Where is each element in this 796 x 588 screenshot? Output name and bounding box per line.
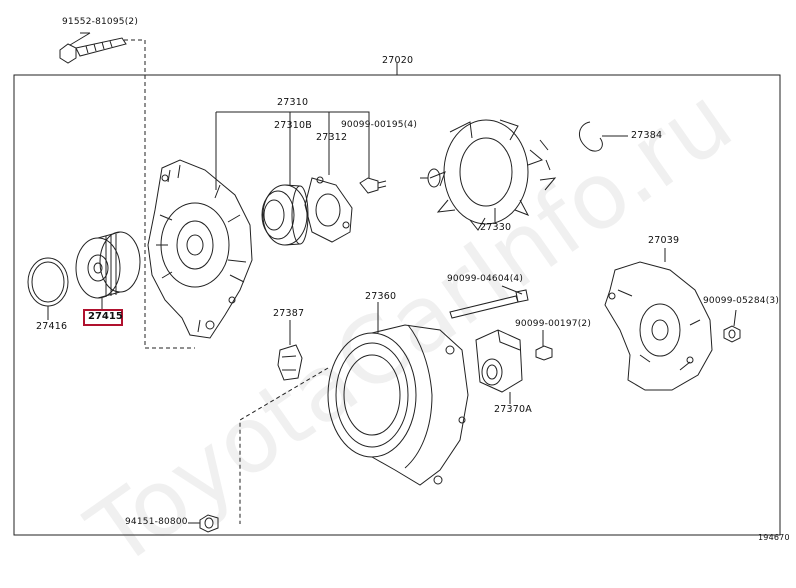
label-housing: 27360 [365, 291, 397, 302]
pulley-drawing [75, 231, 141, 310]
label-bolt-top: 91552-81095(2) [62, 17, 139, 27]
label-assembly: 27020 [382, 55, 414, 66]
ring-drawing [27, 257, 69, 320]
label-bearing-plate: 27312 [316, 132, 348, 143]
rotor-drawing [420, 119, 557, 231]
footer-code: 194670 [758, 533, 790, 542]
nut-drawing [723, 309, 741, 343]
label-brush: 27387 [273, 308, 305, 319]
diagram-drawing [13, 32, 781, 536]
label-screw-a: 90099-00195(4) [341, 120, 418, 130]
label-clip: 27384 [631, 130, 663, 141]
nut-bottom-drawing [188, 514, 219, 533]
parts-diagram: ToyotaCarInfo.ru [13, 17, 790, 588]
label-bolt-mid: 90099-04604(4) [447, 274, 524, 284]
regulator-drawing [475, 329, 523, 393]
label-cover: 27039 [648, 235, 680, 246]
label-regulator: 27370A [494, 404, 532, 415]
screw-a-drawing [359, 177, 387, 194]
bolt-top-drawing [59, 32, 127, 64]
drive-housing-drawing [327, 324, 469, 486]
end-frame-drawing [147, 159, 253, 339]
label-nut-bottom: 94151-80800 [125, 517, 188, 527]
label-ring: 27416 [36, 321, 68, 332]
bearing-plate-drawing [304, 176, 353, 243]
label-rotor: 27330 [480, 222, 512, 233]
label-nut: 90099-05284(3) [703, 296, 780, 306]
screw-b-drawing [535, 330, 553, 361]
pulley-highlight-box[interactable] [83, 309, 123, 326]
rear-cover-drawing [604, 261, 713, 391]
label-frame-group: 27310 [277, 97, 309, 108]
bolt-mid-drawing [449, 285, 529, 319]
label-pulley[interactable]: 27415 [88, 311, 123, 322]
brush-holder-drawing [277, 320, 303, 381]
label-screw-b: 90099-00197(2) [515, 319, 592, 329]
label-frame: 27310B [274, 120, 312, 131]
bearing-drawing [261, 184, 309, 246]
clip-drawing [579, 121, 628, 152]
